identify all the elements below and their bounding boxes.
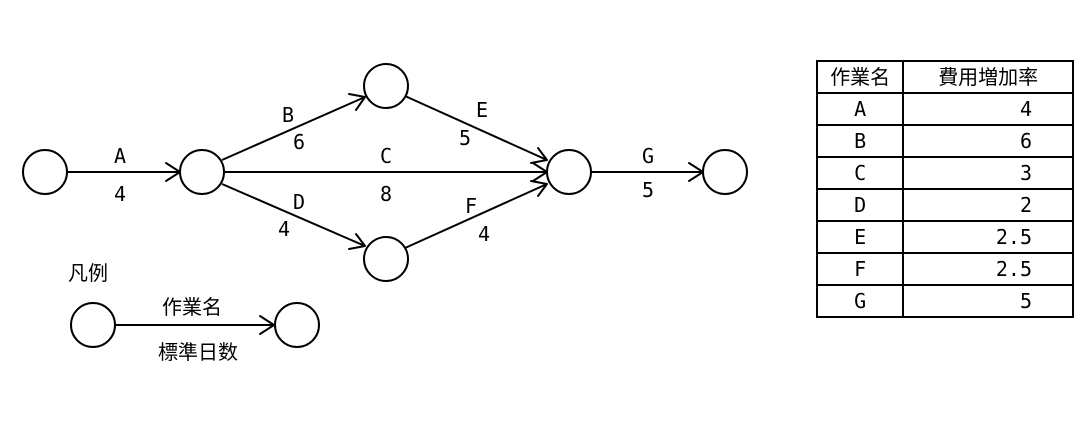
legend-node-end <box>274 302 320 348</box>
cost-table: 作業名 費用増加率 A 4 B 6 C 3 D 2 E 2.5 F 2.5 G <box>815 60 1074 318</box>
activity-c-days: 8 <box>380 182 392 206</box>
activity-c-name: C <box>380 144 392 168</box>
activity-b-days: 6 <box>293 130 305 154</box>
task-cell: E <box>815 220 905 254</box>
edge-f <box>404 183 548 249</box>
table-row: A 4 <box>815 92 1074 126</box>
edge-b <box>221 96 366 161</box>
arrowhead-f <box>530 180 548 197</box>
table-row: F 2.5 <box>815 252 1074 286</box>
task-cell: B <box>815 124 905 158</box>
node-3 <box>363 63 409 109</box>
activity-a-days: 4 <box>114 182 126 206</box>
table-row: C 3 <box>815 156 1074 190</box>
network-diagram: A 4 B 6 C 8 D 4 E 5 F 4 G 5 凡例 作業名 標準日数 <box>22 63 748 364</box>
activity-g-name: G <box>642 144 654 168</box>
rate-cell: 4 <box>902 92 1074 126</box>
table-row: G 5 <box>815 284 1074 318</box>
activity-d-name: D <box>293 190 305 214</box>
legend-node-start <box>70 302 116 348</box>
node-1 <box>22 149 68 195</box>
node-5 <box>546 149 592 195</box>
arrowhead-b <box>348 93 366 111</box>
activity-e-name: E <box>476 98 488 122</box>
activity-f-name: F <box>465 194 477 218</box>
legend-title: 凡例 <box>68 261 108 285</box>
task-cell: C <box>815 156 905 190</box>
table-row: D 2 <box>815 188 1074 222</box>
activity-b-name: B <box>282 103 294 127</box>
table-row: B 6 <box>815 124 1074 158</box>
task-cell: F <box>815 252 905 286</box>
task-cell: G <box>815 284 905 318</box>
activity-f-days: 4 <box>478 222 490 246</box>
rate-cell: 2.5 <box>902 220 1074 254</box>
edge-e <box>404 95 548 161</box>
arrowhead-d <box>348 233 366 250</box>
arrowhead-e <box>530 147 548 164</box>
activity-g-days: 5 <box>642 178 654 202</box>
activity-d-days: 4 <box>278 217 290 241</box>
activity-e-days: 5 <box>459 126 471 150</box>
task-cell: D <box>815 188 905 222</box>
table-header-row: 作業名 費用増加率 <box>815 60 1074 94</box>
legend-task-label: 作業名 <box>162 295 222 319</box>
legend-days-label: 標準日数 <box>158 340 238 364</box>
node-4 <box>363 236 409 282</box>
table-row: E 2.5 <box>815 220 1074 254</box>
rate-cell: 5 <box>902 284 1074 318</box>
rate-cell: 2 <box>902 188 1074 222</box>
header-rate: 費用増加率 <box>902 60 1074 94</box>
node-6 <box>702 149 748 195</box>
header-task: 作業名 <box>815 60 905 94</box>
edge-d <box>221 183 366 247</box>
rate-cell: 6 <box>902 124 1074 158</box>
task-cell: A <box>815 92 905 126</box>
rate-cell: 2.5 <box>902 252 1074 286</box>
rate-cell: 3 <box>902 156 1074 190</box>
activity-a-name: A <box>114 144 126 168</box>
node-2 <box>179 149 225 195</box>
